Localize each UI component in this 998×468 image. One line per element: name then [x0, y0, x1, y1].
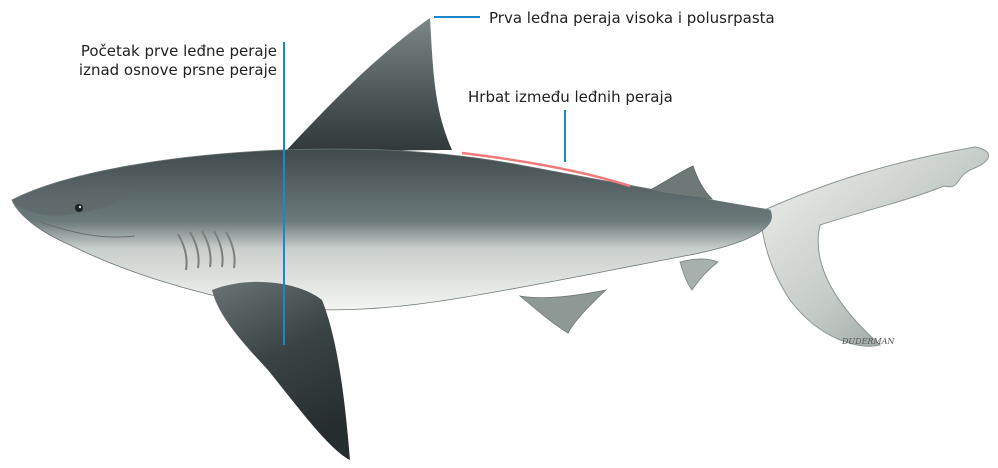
- label-interdorsal-ridge: Hrbat između leđnih peraja: [468, 88, 673, 107]
- first-dorsal-fin: [282, 18, 452, 155]
- caudal-fin: [760, 147, 989, 346]
- artist-signature: DUDERMAN: [842, 337, 894, 346]
- pelvic-fin: [520, 290, 606, 333]
- label-dorsal-origin-line2: iznad osnove prsne peraje: [20, 61, 277, 80]
- shark-body: [12, 149, 772, 310]
- label-dorsal-origin-line1: Početak prve leđne peraje: [20, 42, 277, 61]
- anal-fin: [680, 259, 718, 290]
- eye-highlight: [79, 206, 81, 208]
- eye: [75, 204, 83, 212]
- label-first-dorsal-fin: Prva leđna peraja visoka i polusrpasta: [489, 9, 775, 28]
- label-dorsal-origin: Početak prve leđne peraje iznad osnove p…: [20, 42, 277, 80]
